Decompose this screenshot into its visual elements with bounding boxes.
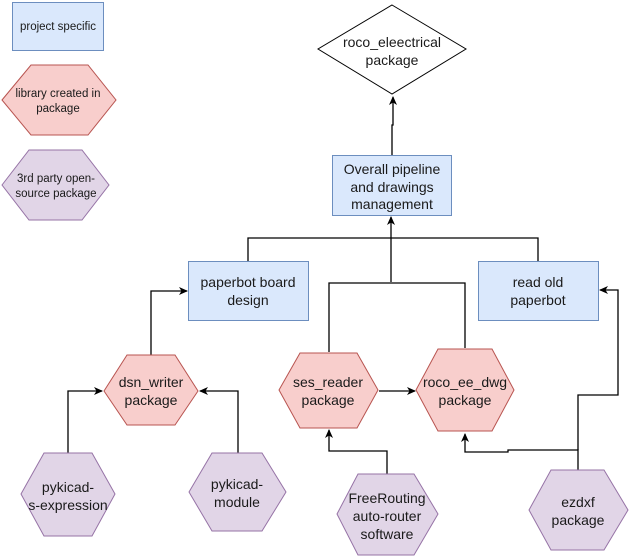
- edge-ezdxf-to-read-old-paperbot: [577, 286, 619, 450]
- node-overall-pipeline-line1: Overall pipeline: [344, 161, 441, 177]
- legend-library-created-line1: library created in: [15, 88, 100, 100]
- node-ezdxf-line2: package: [552, 512, 605, 528]
- node-roco-ee-dwg-line2: package: [439, 392, 492, 408]
- node-overall-pipeline-line3: management: [351, 196, 433, 212]
- edge-paperbot-board-to-overall: [247, 237, 391, 261]
- edge-read-old-to-overall: [391, 237, 539, 261]
- legend-third-party-line1: 3rd party open-: [17, 173, 95, 185]
- node-ses-reader[interactable]: [278, 352, 379, 429]
- node-pykicad-module-line2: module: [214, 494, 260, 510]
- node-read-old-paperbot-line1: read old: [513, 274, 564, 290]
- node-ses-reader-line2: package: [302, 392, 355, 408]
- node-pykicad-sexpr-line2: s-expression: [28, 497, 107, 513]
- node-ezdxf-line1: ezdxf: [561, 494, 595, 510]
- node-ses-reader-line1: ses_reader: [293, 374, 363, 390]
- edge-overall-to-roco-electrical: [389, 96, 397, 155]
- node-pykicad-module-line1: pykicad-: [211, 476, 263, 492]
- legend-library-created: [1, 64, 117, 136]
- node-pykicad-module[interactable]: [188, 452, 287, 532]
- node-freerouting-line1: FreeRouting: [348, 490, 425, 506]
- node-roco-electrical-line2: package: [366, 52, 419, 68]
- node-roco-electrical[interactable]: [317, 4, 467, 95]
- node-freerouting-line2: auto-router: [353, 508, 422, 524]
- legend-project-specific: [12, 2, 104, 51]
- legend-third-party: [1, 149, 110, 221]
- node-roco-electrical-line1: roco_eleectrical: [343, 34, 441, 50]
- node-paperbot-board-line2: design: [227, 292, 268, 308]
- node-pykicad-sexpr-line1: pykicad-: [42, 479, 94, 495]
- node-paperbot-board-line1: paperbot board: [201, 274, 296, 290]
- legend-third-party-line2: source package: [15, 188, 96, 200]
- node-overall-pipeline-line2: and drawings: [350, 179, 433, 195]
- legend-project-specific-label: project specific: [20, 21, 96, 33]
- node-dsn-writer[interactable]: [103, 354, 199, 426]
- edge-roco-ee-dwg-to-overall: [391, 282, 466, 348]
- node-ezdxf[interactable]: [528, 469, 629, 551]
- edge-dsn-writer-to-paperbot-board: [150, 287, 188, 355]
- node-read-old-paperbot-line2: paperbot: [510, 292, 565, 308]
- legend-library-created-line2: package: [36, 103, 79, 115]
- node-freerouting[interactable]: [336, 473, 439, 556]
- node-roco-ee-dwg[interactable]: [415, 348, 515, 432]
- node-dsn-writer-line1: dsn_writer: [119, 374, 184, 390]
- edge-pykicad-module-to-dsn-writer: [199, 387, 239, 453]
- node-paperbot-board-design[interactable]: [188, 261, 309, 321]
- edge-pykicad-sexpr-to-dsn-writer: [67, 387, 103, 453]
- node-roco-ee-dwg-line1: roco_ee_dwg: [423, 374, 507, 390]
- edge-ezdxf-to-roco-ee-dwg: [461, 433, 579, 470]
- node-read-old-paperbot[interactable]: [478, 261, 599, 321]
- edge-freerouting-to-ses-reader: [325, 429, 388, 474]
- edge-ses-reader-to-overall: [328, 282, 391, 352]
- node-freerouting-line3: software: [361, 526, 414, 542]
- node-pykicad-s-expression[interactable]: [20, 452, 116, 537]
- node-dsn-writer-line2: package: [125, 392, 178, 408]
- node-overall-pipeline[interactable]: [332, 155, 452, 216]
